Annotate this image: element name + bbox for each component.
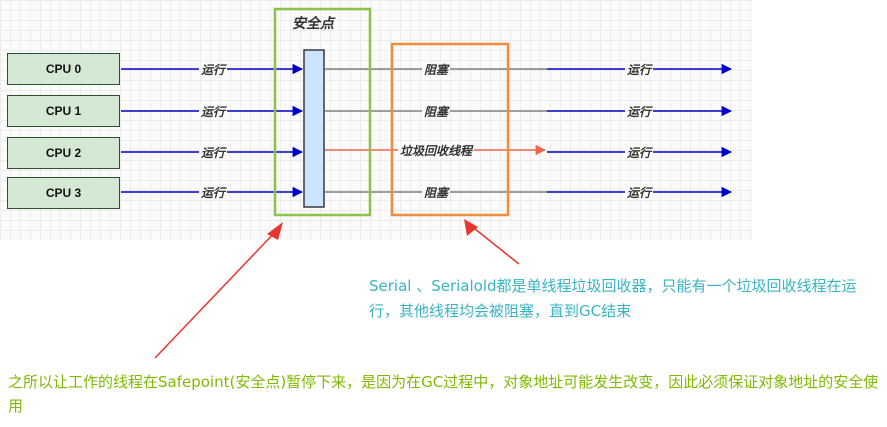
label-blocked-cpu0: 阻塞 bbox=[421, 63, 451, 77]
label-blocked-cpu1: 阻塞 bbox=[421, 105, 451, 119]
callout-arrow-safepoint bbox=[154, 228, 279, 359]
label-run-cpu1-left: 运行 bbox=[198, 105, 228, 119]
cpu-2-box: CPU 2 bbox=[7, 137, 120, 169]
cpu-3-box: CPU 3 bbox=[7, 177, 120, 209]
safepoint-box bbox=[273, 7, 372, 217]
cpu-0-box: CPU 0 bbox=[7, 53, 120, 85]
label-run-cpu2-left: 运行 bbox=[198, 146, 228, 160]
grid-background bbox=[0, 0, 752, 240]
label-run-cpu0-left: 运行 bbox=[198, 63, 228, 77]
label-run-cpu0-right: 运行 bbox=[624, 63, 654, 77]
label-run-cpu3-left: 运行 bbox=[198, 186, 228, 200]
label-blocked-cpu3: 阻塞 bbox=[421, 186, 451, 200]
gc-box bbox=[390, 42, 510, 217]
safepoint-note: 之所以让工作的线程在Safepoint(安全点)暂停下来，是因为在GC过程中，对… bbox=[8, 373, 879, 415]
cpu-1-box: CPU 1 bbox=[7, 95, 120, 127]
safepoint-title: 安全点 bbox=[292, 16, 334, 32]
callout-arrowhead-gc bbox=[464, 219, 478, 236]
callout-arrow-gc bbox=[469, 224, 520, 265]
label-run-cpu2-right: 运行 bbox=[624, 146, 654, 160]
safepoint-bar bbox=[303, 49, 325, 208]
label-gc-thread-cpu2: 垃圾回收线程 bbox=[397, 144, 475, 158]
callout-arrowhead-safepoint bbox=[267, 222, 283, 240]
label-run-cpu1-right: 运行 bbox=[624, 105, 654, 119]
serial-gc-note: Serial 、Serialold都是单线程垃圾回收器，只能有一个垃圾回收线程在… bbox=[369, 277, 857, 320]
label-run-cpu3-right: 运行 bbox=[624, 186, 654, 200]
